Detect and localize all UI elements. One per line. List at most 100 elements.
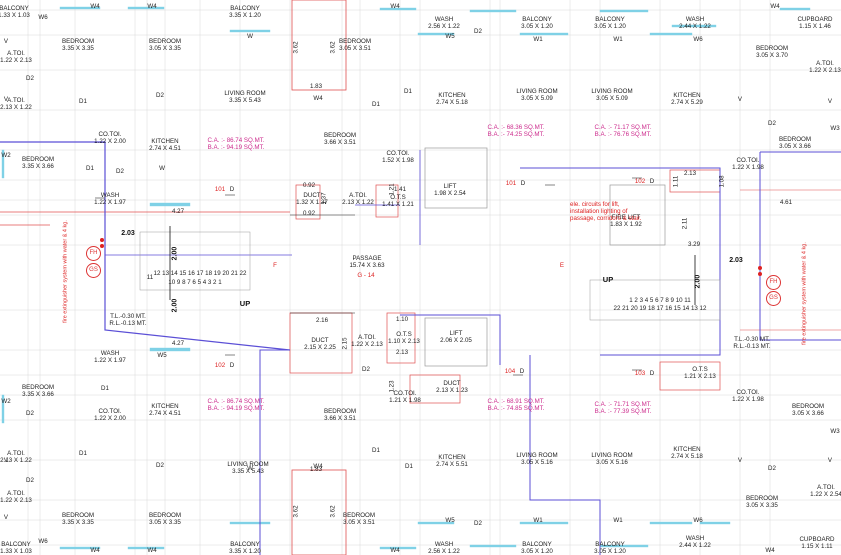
plan-label: V xyxy=(827,457,833,464)
window xyxy=(1,149,5,179)
room-name: BEDROOM xyxy=(339,38,371,45)
room-name: BALCONY xyxy=(1,541,31,548)
room-size: 3.35 X 3.35 xyxy=(62,45,94,52)
dimension: 2.00 xyxy=(171,298,179,313)
room-size: 2.56 X 1.22 xyxy=(428,23,460,30)
room-name: BEDROOM xyxy=(149,38,181,45)
room-size: 3.05 X 3.35 xyxy=(149,519,181,526)
room-name: CO.TOI. xyxy=(393,390,417,397)
room-name: LIVING ROOM xyxy=(224,90,266,97)
plan-label: D2 xyxy=(156,462,164,469)
dimension: 2.15 xyxy=(341,337,349,350)
room-size: 3.66 X 3.51 xyxy=(324,139,356,146)
dimension: 1.83 xyxy=(309,466,323,473)
unit-number: 104 xyxy=(504,368,516,375)
room-size: 3.35 X 5.43 xyxy=(229,97,261,104)
built-area: B.A. :- 74.25 SQ.MT. xyxy=(487,131,545,138)
room-size: 2.74 X 5.18 xyxy=(671,453,703,460)
room-name: BALCONY xyxy=(230,541,260,548)
fire-note: fire extinguisher system with water & 4 … xyxy=(801,242,808,345)
carpet-area: C.A. :- 86.74 SQ.MT. xyxy=(207,398,265,405)
room-name: WASH xyxy=(100,350,120,357)
room-name: KITCHEN xyxy=(673,446,701,453)
room-name: A.TOI. xyxy=(7,490,25,497)
room-name: BEDROOM xyxy=(149,512,181,519)
window xyxy=(229,521,271,525)
room-size: 3.35 X 3.35 xyxy=(62,519,94,526)
dimension: 1.37 xyxy=(320,192,328,205)
plan-label: W6 xyxy=(693,517,703,524)
room-size: 2.74 X 5.51 xyxy=(436,461,468,468)
plan-label: D1 xyxy=(79,98,87,105)
door-flag: D xyxy=(649,370,655,377)
plan-label: D1 xyxy=(372,101,380,108)
window xyxy=(649,32,693,36)
plan-label: V xyxy=(3,457,9,464)
hydrant-dot xyxy=(758,266,762,270)
room-size: 1.22 X 2.13 xyxy=(351,341,383,348)
room-name: BALCONY xyxy=(595,16,625,23)
electrical-note: ele. circuits for lift, installation lig… xyxy=(570,201,642,222)
dimension: 2.13 xyxy=(683,170,697,177)
dimension: 3.62 xyxy=(292,41,300,54)
room-size: 1.22 X 1.97 xyxy=(94,199,126,206)
window xyxy=(59,6,101,10)
plan-label: W4 xyxy=(390,547,400,554)
plan-label: D1 xyxy=(86,165,94,172)
plan-label: D2 xyxy=(362,366,370,373)
flat-outline xyxy=(529,355,601,555)
plan-label: W3 xyxy=(830,125,840,132)
room-name: A.TOI. xyxy=(7,450,25,457)
plan-label: W4 xyxy=(147,547,157,554)
room-size: 3.35 X 1.20 xyxy=(229,12,261,19)
room-size: 3.05 X 3.66 xyxy=(792,410,824,417)
built-area: B.A. :- 77.39 SQ.MT. xyxy=(594,408,652,415)
plan-label: E xyxy=(559,262,565,269)
room-size: 2.56 X 1.22 xyxy=(428,548,460,555)
stair-numbers: 22 21 20 19 18 17 16 15 14 13 12 xyxy=(613,305,707,312)
plan-label: F xyxy=(273,262,277,269)
carpet-area: C.A. :- 71.17 SQ.MT. xyxy=(594,124,652,131)
room-name: KITCHEN xyxy=(151,138,179,145)
room-name: DUCT xyxy=(303,192,321,199)
gas-supply-icon: GS xyxy=(766,291,781,306)
room-name: O.T.S xyxy=(396,331,412,338)
plan-label: V xyxy=(737,457,743,464)
flat-outline xyxy=(259,349,290,555)
flat-outline xyxy=(400,314,501,365)
room-size: 2.13 X 1.22 xyxy=(0,104,32,111)
staircase xyxy=(589,279,721,321)
room-name: DUCT xyxy=(311,337,329,344)
hydrant-dot xyxy=(100,244,104,248)
room-name: BALCONY xyxy=(522,16,552,23)
flat-outline xyxy=(759,152,841,341)
unit-number: 102 xyxy=(634,178,646,185)
dimension: 1.08 xyxy=(718,175,726,188)
room-name: LIVING ROOM xyxy=(516,88,558,95)
flat-outline xyxy=(520,167,721,356)
plan-label: D2 xyxy=(768,465,776,472)
level-note: R.L.-0.13 MT. xyxy=(109,320,147,327)
room-name: LIVING ROOM xyxy=(516,452,558,459)
room-size: 3.35 X 3.66 xyxy=(22,391,54,398)
window xyxy=(699,521,731,525)
window xyxy=(1,394,5,424)
carpet-area: C.A. :- 68.91 SQ.MT. xyxy=(487,398,545,405)
room-name: WASH xyxy=(685,535,705,542)
dimension: 3.62 xyxy=(329,505,337,518)
window xyxy=(379,546,417,550)
room-size: 1.22 X 2.13 xyxy=(0,57,32,64)
built-area: B.A. :- 76.76 SQ.MT. xyxy=(594,131,652,138)
room-size: 1.52 X 1.98 xyxy=(382,157,414,164)
room-size: 3.05 X 5.09 xyxy=(521,95,553,102)
room-size: 1.22 X 2.54 xyxy=(810,491,841,498)
plan-label: V xyxy=(3,38,9,45)
dimension: 0.92 xyxy=(302,182,316,189)
room-name: KITCHEN xyxy=(673,92,701,99)
plan-label: V xyxy=(3,514,9,521)
duct-box xyxy=(295,184,321,220)
plan-label: D1 xyxy=(372,447,380,454)
plan-label: D1 xyxy=(101,385,109,392)
room-name: BEDROOM xyxy=(324,132,356,139)
